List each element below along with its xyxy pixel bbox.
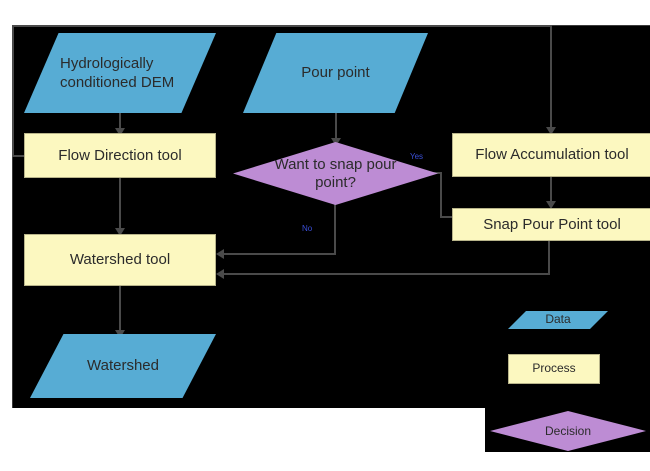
legend-label-data: Data	[545, 312, 571, 327]
arrowhead-watershed-tool-top	[115, 228, 125, 236]
arrowhead-into-flow-accumulation	[546, 127, 556, 135]
node-watershed-tool[interactable]: Watershed tool	[24, 234, 216, 286]
node-label-hydro-dem: Hydrologically conditioned DEM	[60, 54, 175, 92]
connector-yes-into-snap	[440, 216, 452, 218]
node-watershed[interactable]: Watershed	[30, 334, 216, 398]
connector-dem-to-flow-direction	[119, 112, 121, 132]
arrowhead-watershed-tool-no	[216, 249, 224, 259]
connector-right-vertical	[550, 25, 552, 130]
connector-flow-direction-to-watershed-tool	[119, 178, 121, 230]
connector-pour-point-to-decision	[335, 112, 337, 142]
connector-snap-vertical	[548, 240, 550, 275]
connector-yes-vertical	[440, 172, 442, 217]
connector-snap-horizontal	[224, 273, 550, 275]
node-snap-pour-point-tool[interactable]: Snap Pour Point tool	[452, 208, 650, 241]
node-pour-point[interactable]: Pour point	[243, 33, 428, 113]
edge-label-no: No	[302, 224, 313, 233]
arrowhead-watershed-tool-snap	[216, 269, 224, 279]
node-label-pour-point: Pour point	[301, 64, 370, 82]
node-label-watershed: Watershed	[87, 357, 159, 375]
node-flow-accumulation-tool[interactable]: Flow Accumulation tool	[452, 133, 650, 177]
legend-item-process: Process	[508, 354, 600, 384]
connector-no-vertical	[334, 204, 336, 254]
node-flow-direction-tool[interactable]: Flow Direction tool	[24, 133, 216, 178]
node-label-watershed-tool: Watershed tool	[69, 251, 171, 269]
node-label-decision: Want to snap pour point?	[274, 155, 397, 191]
node-label-flow-accumulation: Flow Accumulation tool	[475, 146, 629, 164]
legend-label-decision: Decision	[544, 423, 592, 438]
arrowhead-flow-direction	[115, 128, 125, 136]
connector-left-vertical	[12, 25, 14, 157]
connector-left-into-flow-direction	[12, 155, 28, 157]
connector-top-bus	[12, 25, 552, 27]
node-hydrologically-conditioned-dem[interactable]: Hydrologically conditioned DEM	[24, 33, 216, 113]
arrowhead-decision	[331, 138, 341, 146]
legend-item-data: Data	[508, 311, 608, 329]
edge-label-yes: Yes	[410, 152, 424, 161]
legend-label-process: Process	[532, 361, 576, 376]
connector-flow-accum-to-snap	[550, 176, 552, 204]
node-label-snap-pour-point: Snap Pour Point tool	[483, 215, 621, 233]
arrowhead-snap-pour-point	[546, 201, 556, 209]
connector-watershed-tool-to-watershed	[119, 285, 121, 333]
node-label-flow-direction: Flow Direction tool	[58, 146, 182, 164]
connector-no-horizontal	[224, 253, 336, 255]
